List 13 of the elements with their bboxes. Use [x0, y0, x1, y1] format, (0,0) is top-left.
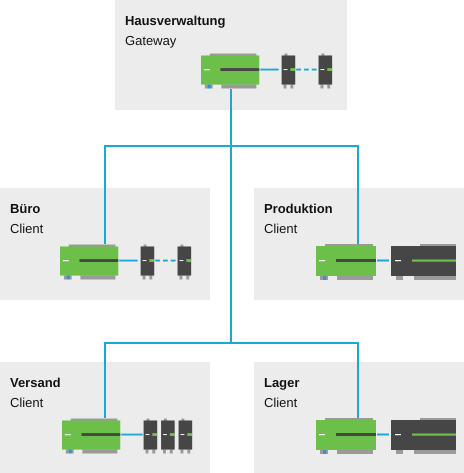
location-panel	[115, 0, 347, 110]
role-label: Gateway	[125, 33, 176, 49]
role-label: Client	[10, 221, 44, 237]
location-title: Lager	[264, 375, 300, 391]
location-panel	[0, 362, 210, 473]
location-title: Büro	[10, 201, 40, 217]
role-label: Client	[10, 395, 44, 411]
role-label: Client	[264, 221, 298, 237]
location-title: Versand	[10, 375, 61, 391]
location-title: Hausverwaltung	[125, 13, 226, 29]
location-panel	[0, 188, 210, 300]
role-label: Client	[264, 395, 298, 411]
location-title: Produktion	[264, 201, 333, 217]
